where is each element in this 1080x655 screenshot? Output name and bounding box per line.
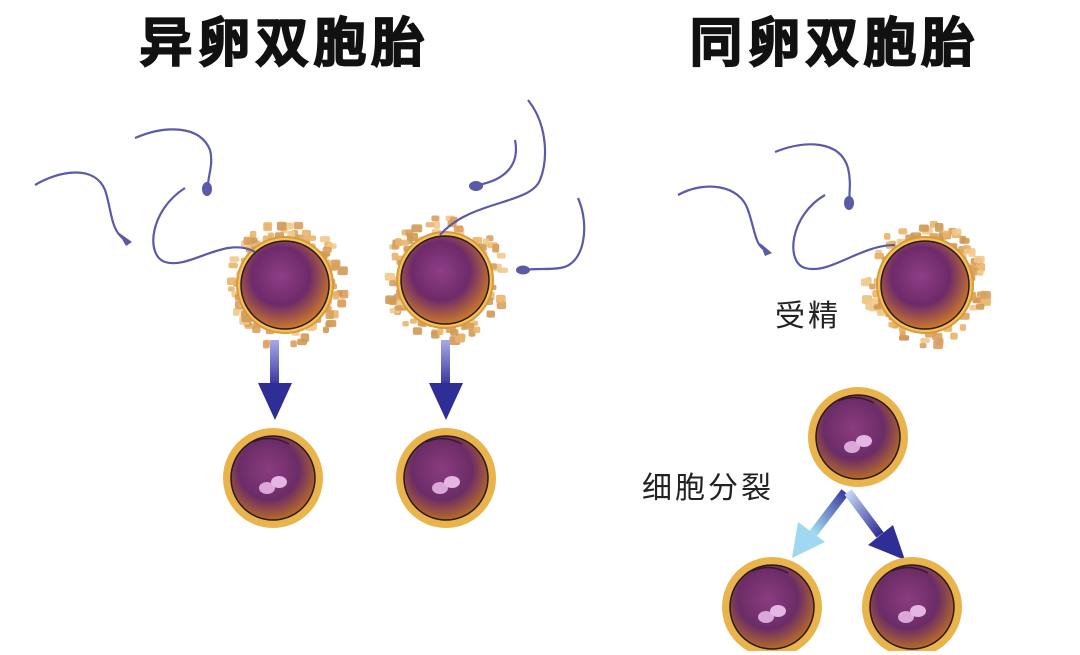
arrow-split-left — [792, 489, 849, 558]
sperm-cell — [774, 143, 852, 203]
sperm-head — [844, 196, 854, 210]
embryo-left-2 — [396, 428, 496, 528]
arrow-down-left-1 — [258, 340, 292, 420]
embryo-right-bottom-2 — [862, 557, 962, 655]
sperm-cell — [134, 128, 213, 189]
label-fertilization: 受精 — [775, 299, 841, 334]
embryo-left-1 — [223, 428, 323, 528]
sperm-cell — [34, 171, 126, 241]
sperm-cell — [152, 187, 256, 265]
title-identical-twins: 同卵双胞胎 — [689, 14, 981, 74]
sperm-head — [760, 243, 772, 256]
embryo-right-top — [808, 387, 908, 487]
sperm-cell — [524, 197, 586, 272]
arrow-split-right — [844, 489, 905, 560]
title-fraternal-twins: 异卵双胞胎 — [139, 14, 431, 74]
sperm-cell — [477, 139, 518, 187]
egg-cell-left-1 — [226, 221, 349, 349]
egg-cell-left-2 — [384, 215, 508, 346]
sperm-head — [202, 182, 212, 196]
sperm-cell — [677, 185, 766, 251]
egg-cell-right — [860, 220, 991, 350]
sperm-cell — [439, 99, 547, 236]
embryo-right-bottom-1 — [722, 557, 822, 655]
sperm-head — [516, 265, 530, 275]
arrow-down-left-2 — [429, 340, 463, 420]
sperm-cell — [792, 194, 896, 271]
sperm-head — [469, 181, 483, 191]
label-cell-division: 细胞分裂 — [642, 471, 774, 506]
sperm-head — [118, 232, 132, 246]
